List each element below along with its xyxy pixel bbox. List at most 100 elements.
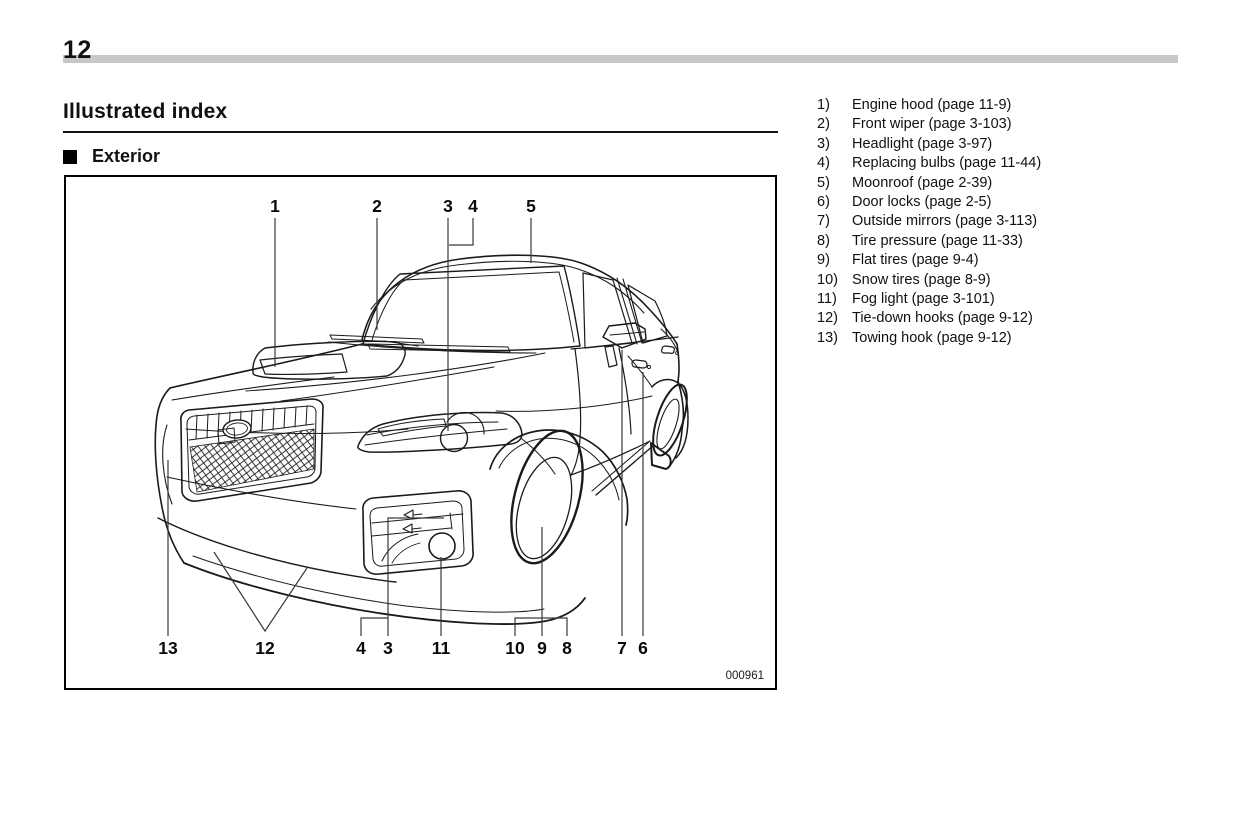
legend-item: 8) Tire pressure (page 11-33) — [817, 232, 1227, 251]
hood-scoop-opening — [259, 353, 348, 375]
legend-item-text: Engine hood (page 11-9) — [852, 97, 1012, 113]
legend-item-text: Fog light (page 3-101) — [852, 291, 995, 308]
legend-item: 3) Headlight (page 3-97) — [817, 135, 1227, 154]
fog-bezel-inner — [369, 500, 465, 567]
windshield-outline — [362, 265, 581, 352]
exterior-diagram-figure: 1 2 3 4 5 13 12 4 3 11 10 9 8 7 6 000961 — [64, 175, 777, 690]
legend-item-number: 7) — [817, 213, 830, 230]
legend-item: 7) Outside mirrors (page 3-113) — [817, 212, 1227, 231]
callout-bottom-11: 11 — [432, 638, 451, 658]
hood-crease-right — [245, 352, 546, 392]
callout-bottom-13: 13 — [158, 638, 178, 658]
callout-bottom-8: 8 — [562, 638, 572, 658]
leader-4-top-bracket — [449, 218, 474, 246]
front-corner-silhouette — [154, 387, 185, 564]
legend-item-number: 2) — [817, 116, 830, 133]
front-wheel-arch-inner — [498, 437, 620, 501]
legend-item-text: Front wiper (page 3-103) — [852, 116, 1012, 133]
page-header-rule — [63, 55, 1178, 63]
exterior-diagram-svg: 1 2 3 4 5 13 12 4 3 11 10 9 8 7 6 000961 — [154, 196, 764, 682]
rear-quarter-line — [627, 355, 653, 388]
legend-item: 4)Replacing bulbs (page 11-44) — [817, 154, 1227, 173]
headlight-projector-ring — [446, 411, 485, 435]
legend-item: 13) Towing hook (page 9-12) — [817, 329, 1227, 348]
bumper-mid-crease — [166, 476, 357, 510]
page-number: 12 — [63, 36, 92, 64]
front-wheel-arch — [489, 429, 629, 526]
fog-recess-curve-2 — [391, 542, 421, 564]
legend-item-number: 8) — [817, 232, 830, 249]
side-mirror-base — [604, 345, 618, 368]
legend-item: 1) Engine hood (page 11-9) — [817, 96, 1227, 115]
legend-item: 10)Snow tires (page 8-9) — [817, 271, 1227, 290]
bumper-lip-upper — [157, 517, 397, 583]
legend-item-number: 1) — [817, 97, 830, 113]
leader-10-8-bracket — [514, 617, 568, 636]
hood-center-crease — [280, 366, 495, 402]
rear-door-handle — [661, 345, 675, 354]
legend-item-number: 12) — [817, 310, 838, 327]
cowl-line — [327, 341, 537, 354]
leader-12-v — [213, 551, 308, 633]
fog-bezel-outer — [362, 490, 474, 575]
legend-item-text: Headlight (page 3-97) — [852, 135, 993, 152]
rear-tire — [652, 383, 688, 457]
legend-item: 9)Flat tires (page 9-4) — [817, 251, 1227, 270]
legend-list: 1) Engine hood (page 11-9) 2) Front wiper … — [817, 96, 1227, 348]
tow-hook-cover — [217, 427, 236, 445]
front-door-keyhole — [646, 364, 652, 370]
legend-item-number: 10) — [817, 271, 838, 288]
callout-top-1: 1 — [270, 196, 280, 216]
rear-mudflap — [650, 442, 672, 470]
wiper-arm — [383, 340, 419, 347]
callout-bottom-3: 3 — [383, 638, 393, 658]
door-bottom-edge — [570, 440, 651, 476]
under-headlight-crease — [521, 438, 556, 475]
legend-item-text: Tie-down hooks (page 9-12) — [852, 310, 1033, 327]
legend-item-number: 13) — [817, 329, 838, 346]
side-mirror-inner — [609, 331, 645, 336]
wiper-blade-left — [329, 334, 425, 344]
front-door-handle — [631, 359, 648, 369]
fog-lamp — [428, 532, 456, 560]
headlight-upper-line — [366, 421, 499, 436]
front-tire — [510, 429, 584, 565]
bumper-splitter-inner — [192, 555, 545, 613]
callout-top-5: 5 — [526, 196, 536, 216]
legend-item: 2) Front wiper (page 3-103) — [817, 115, 1227, 134]
legend-item-number: 3) — [817, 135, 830, 152]
side-mirror — [602, 322, 647, 349]
legend-item-number: 5) — [817, 174, 830, 191]
tie-down-arrow-icons — [402, 509, 423, 534]
subsection-heading: Exterior — [63, 146, 160, 167]
callout-bottom-4: 4 — [356, 638, 366, 658]
legend-item-number: 11) — [817, 291, 837, 308]
legend-item-text: Towing hook (page 9-12) — [852, 329, 1012, 346]
roof-drip-rail — [370, 260, 645, 314]
callout-bottom-9: 9 — [537, 638, 547, 658]
side-character-line — [495, 395, 653, 412]
fog-recess-curve — [381, 533, 419, 562]
legend-item-number: 9) — [817, 252, 830, 269]
wiper-blade-right — [367, 343, 511, 353]
legend-item-text: Door locks (page 2-5) — [852, 194, 992, 211]
windshield-inner — [371, 271, 575, 343]
callout-bottom-12: 12 — [255, 638, 275, 658]
legend-item: 12) Tie-down hooks (page 9-12) — [817, 309, 1227, 328]
legend-item-text: Tire pressure (page 11-33) — [852, 232, 1023, 249]
leader-3-bottom — [387, 517, 444, 636]
subsection-title: Exterior — [92, 146, 161, 166]
c-pillar — [676, 343, 680, 382]
car-line-art — [154, 254, 689, 625]
callout-leader-lines — [167, 218, 644, 636]
rear-quarter-window — [627, 284, 668, 344]
sill-line-2 — [591, 440, 651, 492]
headlight-projector — [439, 423, 469, 453]
trunk-edge — [668, 380, 685, 468]
sill-line-1 — [595, 444, 655, 496]
figure-code: 000961 — [726, 670, 764, 682]
fog-bezel-divider — [449, 512, 453, 530]
legend-item: 11) Fog light (page 3-101) — [817, 290, 1227, 309]
legend-item-text: Outside mirrors (page 3-113) — [852, 213, 1038, 230]
